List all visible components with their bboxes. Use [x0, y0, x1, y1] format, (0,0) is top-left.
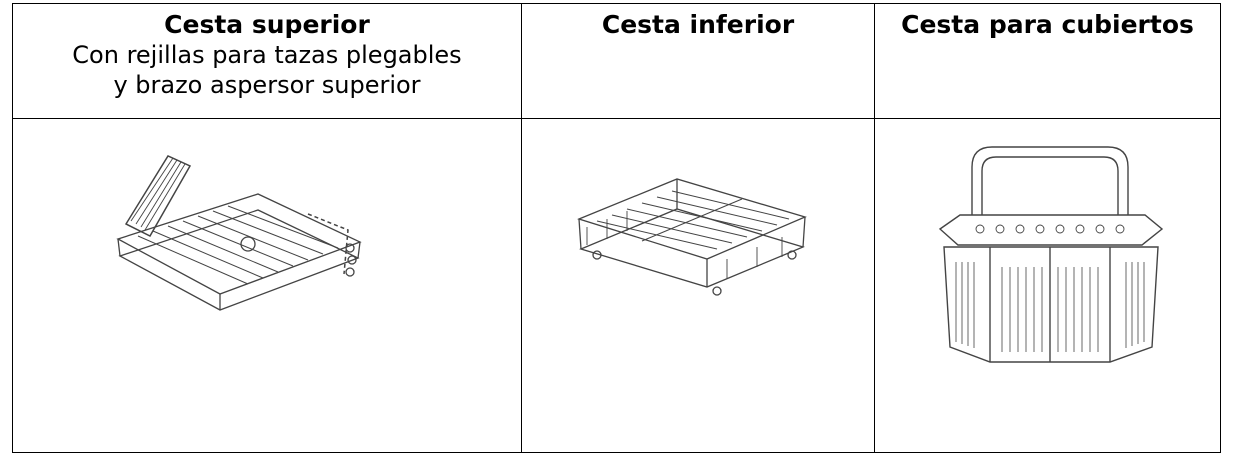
basket-table: Cesta superior Con rejillas para tazas p… — [12, 3, 1221, 453]
header-cell-upper: Cesta superior Con rejillas para tazas p… — [12, 3, 522, 119]
cutlery-basket-icon — [930, 137, 1170, 377]
header-cell-cutlery: Cesta para cubiertos — [874, 3, 1221, 119]
column-title-lower: Cesta inferior — [601, 10, 795, 39]
header-cell-lower: Cesta inferior — [521, 3, 875, 119]
image-cell-cutlery — [874, 118, 1221, 453]
upper-dish-rack-icon — [98, 144, 378, 319]
image-row — [12, 118, 1221, 453]
header-row: Cesta superior Con rejillas para tazas p… — [12, 3, 1221, 119]
image-cell-lower — [521, 118, 875, 453]
column-title-upper: Cesta superior — [164, 10, 370, 39]
lower-dish-rack-icon — [567, 149, 817, 299]
image-cell-upper — [12, 118, 522, 453]
column-subtitle-upper-line2: y brazo aspersor superior — [113, 71, 421, 99]
column-title-cutlery: Cesta para cubiertos — [901, 10, 1194, 39]
column-subtitle-upper-line1: Con rejillas para tazas plegables — [72, 41, 462, 69]
